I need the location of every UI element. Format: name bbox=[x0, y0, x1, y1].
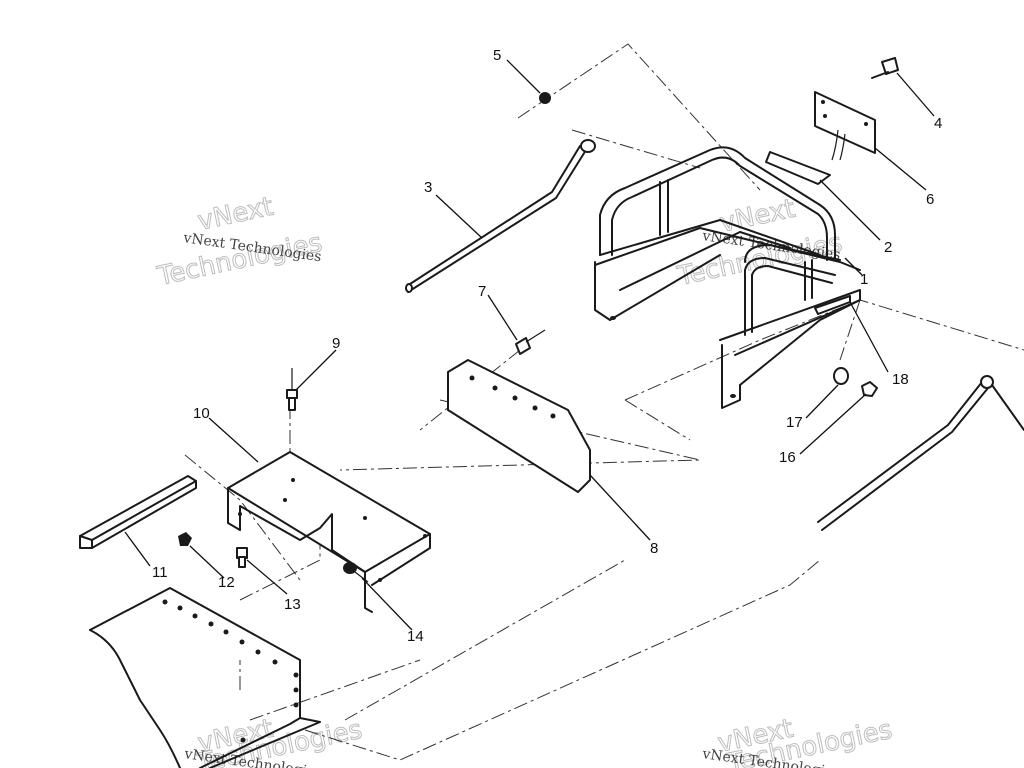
callout-17: 17 bbox=[786, 414, 803, 431]
part-9-pin bbox=[286, 368, 298, 411]
part-16-nut bbox=[861, 381, 878, 397]
watermark-top-left: vNext Technologies vNext Technologies bbox=[154, 191, 326, 292]
part-7-bolt bbox=[515, 329, 546, 355]
part-8-plate bbox=[447, 359, 591, 493]
callout-13: 13 bbox=[284, 596, 301, 613]
part-5-nut bbox=[539, 92, 551, 104]
part-11-bar bbox=[79, 475, 197, 549]
part-12-nut bbox=[178, 532, 192, 546]
callout-9: 9 bbox=[332, 335, 340, 352]
callout-11: 11 bbox=[152, 564, 168, 581]
leader-lines bbox=[124, 59, 935, 631]
right-bar bbox=[817, 375, 1024, 531]
part-17-washer bbox=[833, 367, 849, 385]
callout-2: 2 bbox=[884, 239, 892, 256]
callout-5: 5 bbox=[493, 47, 501, 64]
callout-18: 18 bbox=[892, 371, 909, 388]
watermark-bottom-right: vNext Technologies vNext Technologies bbox=[700, 713, 895, 768]
part-2-strap bbox=[765, 151, 831, 185]
callout-10: 10 bbox=[193, 405, 210, 422]
callout-1: 1 bbox=[860, 271, 868, 288]
part-3-bar bbox=[405, 139, 596, 293]
callout-labels: 1 2 3 4 5 6 7 8 9 10 11 12 13 14 16 17 1… bbox=[152, 47, 942, 645]
part-6-plate bbox=[814, 91, 876, 161]
part-4-screw bbox=[871, 57, 899, 79]
callout-8: 8 bbox=[650, 540, 658, 557]
callout-6: 6 bbox=[926, 191, 934, 208]
svg-text:vNext: vNext bbox=[195, 192, 276, 237]
part-13-pin bbox=[236, 547, 248, 568]
part-10-bracket bbox=[227, 451, 431, 613]
callout-12: 12 bbox=[218, 574, 235, 591]
callout-3: 3 bbox=[424, 179, 432, 196]
callout-14: 14 bbox=[407, 628, 424, 645]
callout-4: 4 bbox=[934, 115, 942, 132]
callout-7: 7 bbox=[478, 283, 486, 300]
part-14-connector bbox=[343, 562, 369, 583]
callout-16: 16 bbox=[779, 449, 796, 466]
part-1-rack-frame bbox=[594, 146, 861, 409]
assembly-guide-lines bbox=[184, 43, 1024, 761]
vehicle-frame bbox=[89, 587, 321, 768]
